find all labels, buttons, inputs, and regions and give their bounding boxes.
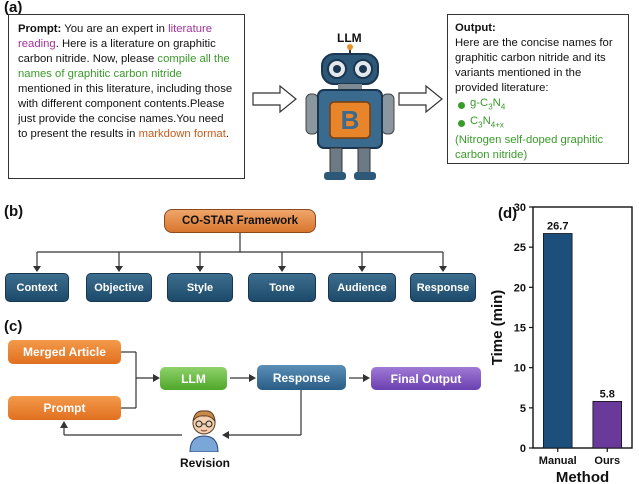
output-head: Output: <box>455 22 496 34</box>
output-box: Output: Here are the concise names for g… <box>447 14 629 164</box>
prompt-node: Prompt <box>8 396 121 420</box>
arrow-to-llm-icon <box>252 84 297 114</box>
robot-letter: B <box>340 104 360 135</box>
tree-connectors <box>33 233 447 272</box>
output-intro: Here are the concise names for graphitic… <box>455 37 613 94</box>
output-item-2: C3N4+x <box>455 114 621 132</box>
x-axis-label: Method <box>556 469 609 484</box>
panel-d-label: (d) <box>498 205 518 222</box>
panel-a-label: (a) <box>4 0 23 16</box>
person-icon <box>189 410 219 452</box>
costar-item-objective: Objective <box>86 273 152 302</box>
robot-icon: B <box>300 44 400 182</box>
revision-label: Revision <box>180 456 231 470</box>
costar-item-audience: Audience <box>328 273 396 302</box>
output-note: (Nitrogen self-doped graphitic carbon ni… <box>455 133 604 161</box>
merged-article-node: Merged Article <box>8 340 121 364</box>
costar-item-context: Context <box>5 273 69 302</box>
prompt-box: Prompt: You are an expert in literature … <box>8 14 245 179</box>
bar-manual <box>542 233 573 449</box>
response-node: Response <box>257 365 346 390</box>
costar-framework-node: CO-STAR Framework <box>164 209 316 233</box>
y-tick-label: 20 <box>514 282 526 294</box>
bullet-icon <box>458 101 465 109</box>
y-tick-label: 30 <box>514 202 526 214</box>
arrow-to-output-icon <box>398 84 443 114</box>
y-tick-label: 0 <box>520 443 526 455</box>
x-tick-label: Ours <box>594 455 620 467</box>
output-item-1: g-C3N4 <box>455 96 621 114</box>
y-tick-label: 5 <box>520 403 526 415</box>
x-tick-label: Manual <box>539 455 577 467</box>
y-tick-label: 10 <box>514 363 526 375</box>
y-axis-label: Time (min) <box>490 290 506 366</box>
bar-ours <box>592 401 623 449</box>
bullet-icon <box>458 119 465 127</box>
final-output-node: Final Output <box>371 367 481 390</box>
panel-b-label: (b) <box>4 203 24 220</box>
panel-c-label: (c) <box>4 318 23 335</box>
llm-node: LLM <box>160 367 227 390</box>
costar-item-response: Response <box>410 273 476 302</box>
costar-item-tone: Tone <box>248 273 316 302</box>
flow-connectors <box>60 351 370 439</box>
y-tick-label: 25 <box>514 242 526 254</box>
prompt-text: Prompt: You are an expert in literature … <box>18 23 233 140</box>
data-label: 26.7 <box>547 221 568 233</box>
y-tick-label: 15 <box>514 323 526 335</box>
llm-label: LLM <box>337 31 362 45</box>
data-label: 5.8 <box>600 388 615 400</box>
costar-item-style: Style <box>167 273 233 302</box>
